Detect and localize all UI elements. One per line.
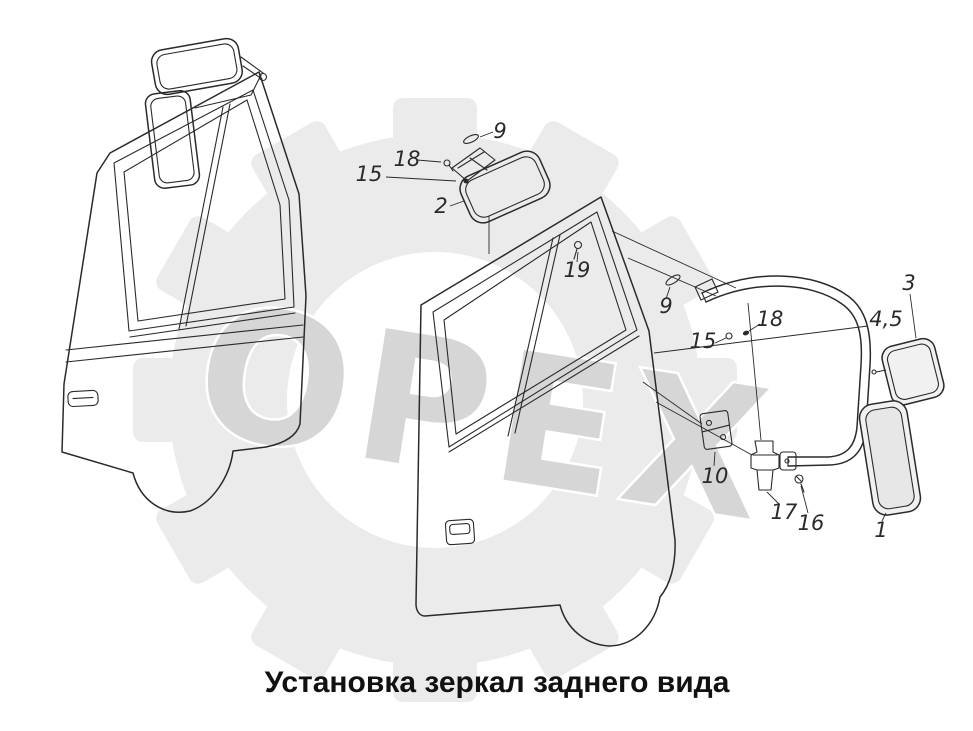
mirror-3 <box>881 337 945 406</box>
callouts: 9 18 15 2 19 9 3 4,5 18 15 10 17 16 1 <box>356 119 917 542</box>
screw-19 <box>573 240 583 260</box>
left-door-wide-mirror <box>150 37 244 96</box>
right-door-handle <box>444 518 476 546</box>
mirror-bracket-plate <box>451 147 496 182</box>
screw-18-right <box>742 330 750 336</box>
callout-18-top: 18 <box>394 147 421 171</box>
screw-18-top <box>443 159 454 172</box>
callout-9-top: 9 <box>493 119 506 143</box>
pin-9-mid <box>665 274 681 286</box>
bracket-screw-point <box>463 178 469 184</box>
top-mirror-assembly <box>443 133 551 224</box>
mirror-1 <box>858 400 922 516</box>
callout-19: 19 <box>564 258 591 282</box>
left-door-drawing <box>61 37 307 513</box>
arm-foot <box>779 451 797 471</box>
left-door-main-mirror <box>144 89 201 189</box>
left-door-handle <box>67 389 99 408</box>
callout-15-top: 15 <box>356 162 383 186</box>
left-door-mirror-bracket <box>194 56 268 109</box>
mirror-arm <box>694 275 872 471</box>
rivet-9-top <box>463 133 479 145</box>
page-title: Установка зеркал заднего вида <box>265 666 730 699</box>
callout-10: 10 <box>702 464 729 488</box>
arm-hinge <box>694 278 719 301</box>
callout-9-mid: 9 <box>659 294 672 318</box>
callout-18-right: 18 <box>757 307 784 331</box>
callout-1: 1 <box>874 518 887 542</box>
callout-15-right: 15 <box>690 329 717 353</box>
callout-4-5: 4,5 <box>869 307 902 331</box>
washer-15-right <box>725 332 733 340</box>
callout-3: 3 <box>902 271 915 295</box>
bracket-10 <box>699 410 733 450</box>
screw-16 <box>794 474 805 493</box>
callout-17: 17 <box>771 500 798 524</box>
callout-2: 2 <box>434 194 447 218</box>
callout-16: 16 <box>798 511 825 535</box>
right-door-drawing <box>415 196 676 647</box>
clamp-17 <box>750 440 780 491</box>
